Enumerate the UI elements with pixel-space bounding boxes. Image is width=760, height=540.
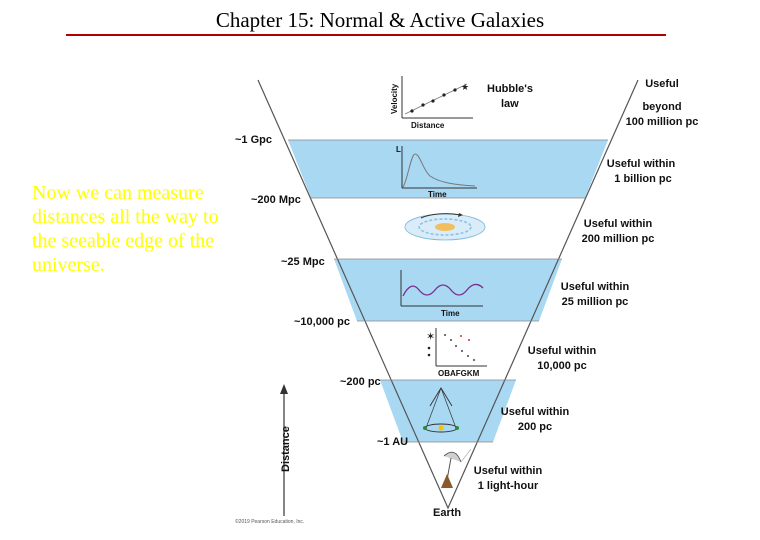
earth-label: Earth bbox=[433, 507, 461, 519]
distance-label-200mpc: ~200 Mpc bbox=[251, 194, 301, 206]
svg-text:100 million pc: 100 million pc bbox=[626, 116, 699, 128]
distance-axis-label: Distance bbox=[280, 426, 292, 472]
svg-text:Useful within: Useful within bbox=[474, 465, 543, 477]
range-label-3: Useful within 25 million pc bbox=[561, 281, 630, 308]
supernova-light-curve: L Time bbox=[396, 145, 477, 199]
svg-text:200 pc: 200 pc bbox=[518, 421, 552, 433]
range-label-4: Useful within 10,000 pc bbox=[528, 345, 597, 372]
level-dividers bbox=[288, 139, 608, 443]
distance-label-1au: ~1 AU bbox=[377, 436, 408, 448]
star-marker-icon: ★ bbox=[461, 82, 469, 92]
distance-label-10000pc: ~10,000 pc bbox=[294, 316, 350, 328]
distance-axis-arrow: Distance bbox=[280, 384, 292, 516]
svg-text:10,000 pc: 10,000 pc bbox=[537, 360, 587, 372]
copyright-text: ©2019 Pearson Education, Inc. bbox=[235, 518, 304, 525]
spiral-galaxy-icon bbox=[404, 213, 486, 241]
triangle-bands bbox=[257, 79, 639, 510]
distance-label-200pc: ~200 pc bbox=[340, 376, 381, 388]
range-label-6: Useful within 1 light-hour bbox=[474, 465, 543, 492]
range-label-5: Useful within 200 pc bbox=[501, 406, 570, 433]
svg-text:Useful within: Useful within bbox=[584, 218, 653, 230]
slide-body-text: Now we can measure distances all the way… bbox=[32, 182, 219, 276]
distance-ladder-svg: ~1 Gpc ~200 Mpc ~25 Mpc ~10,000 pc ~200 … bbox=[235, 76, 698, 525]
band-cepheid bbox=[334, 259, 562, 321]
svg-text:Useful within: Useful within bbox=[501, 406, 570, 418]
svg-text:1 light-hour: 1 light-hour bbox=[478, 480, 539, 492]
svg-text:1 billion pc: 1 billion pc bbox=[614, 173, 671, 185]
band-parallax bbox=[380, 380, 516, 442]
range-label-0: Useful beyond 100 million pc bbox=[626, 78, 699, 128]
radar-dish-icon bbox=[441, 448, 472, 488]
range-label-1: Useful within 1 billion pc bbox=[607, 158, 676, 185]
svg-text:beyond: beyond bbox=[642, 101, 681, 113]
hr-diagram-plot: ✶ OBAFGKM bbox=[426, 328, 487, 378]
distance-ladder-diagram: ~1 Gpc ~200 Mpc ~25 Mpc ~10,000 pc ~200 … bbox=[225, 70, 698, 535]
hubble-title-line2: law bbox=[501, 98, 519, 110]
distance-label-1gpc: ~1 Gpc bbox=[235, 134, 272, 146]
svg-text:Useful within: Useful within bbox=[528, 345, 597, 357]
hubble-title-line1: Hubble's bbox=[487, 83, 533, 95]
triangle-outline bbox=[257, 79, 639, 510]
svg-text:25 million pc: 25 million pc bbox=[562, 296, 629, 308]
svg-text:Useful within: Useful within bbox=[607, 158, 676, 170]
hubble-law-plot: ★ Distance Velocity Hubble's law bbox=[390, 76, 533, 130]
title-underline bbox=[66, 34, 666, 36]
band-hubble bbox=[258, 80, 638, 140]
band-supernova bbox=[288, 140, 608, 198]
svg-text:Useful: Useful bbox=[645, 78, 679, 90]
slide-title: Chapter 15: Normal & Active Galaxies bbox=[215, 8, 545, 32]
svg-text:200 million pc: 200 million pc bbox=[582, 233, 655, 245]
supernova-y-label: L bbox=[396, 145, 401, 154]
cepheid-variable-plot: Time bbox=[400, 270, 484, 318]
sun-marker-icon: ✶ bbox=[426, 331, 435, 343]
hr-x-label: OBAFGKM bbox=[438, 369, 480, 378]
cepheid-x-label: Time bbox=[441, 309, 460, 318]
distance-label-25mpc: ~25 Mpc bbox=[281, 256, 325, 268]
supernova-x-label: Time bbox=[428, 190, 447, 199]
hubble-y-label: Velocity bbox=[390, 83, 399, 114]
hubble-x-label: Distance bbox=[411, 121, 445, 130]
range-label-2: Useful within 200 million pc bbox=[582, 218, 655, 245]
parallax-cone-icon bbox=[423, 387, 459, 433]
svg-text:Useful within: Useful within bbox=[561, 281, 630, 293]
band-spectroscopic bbox=[357, 321, 539, 380]
